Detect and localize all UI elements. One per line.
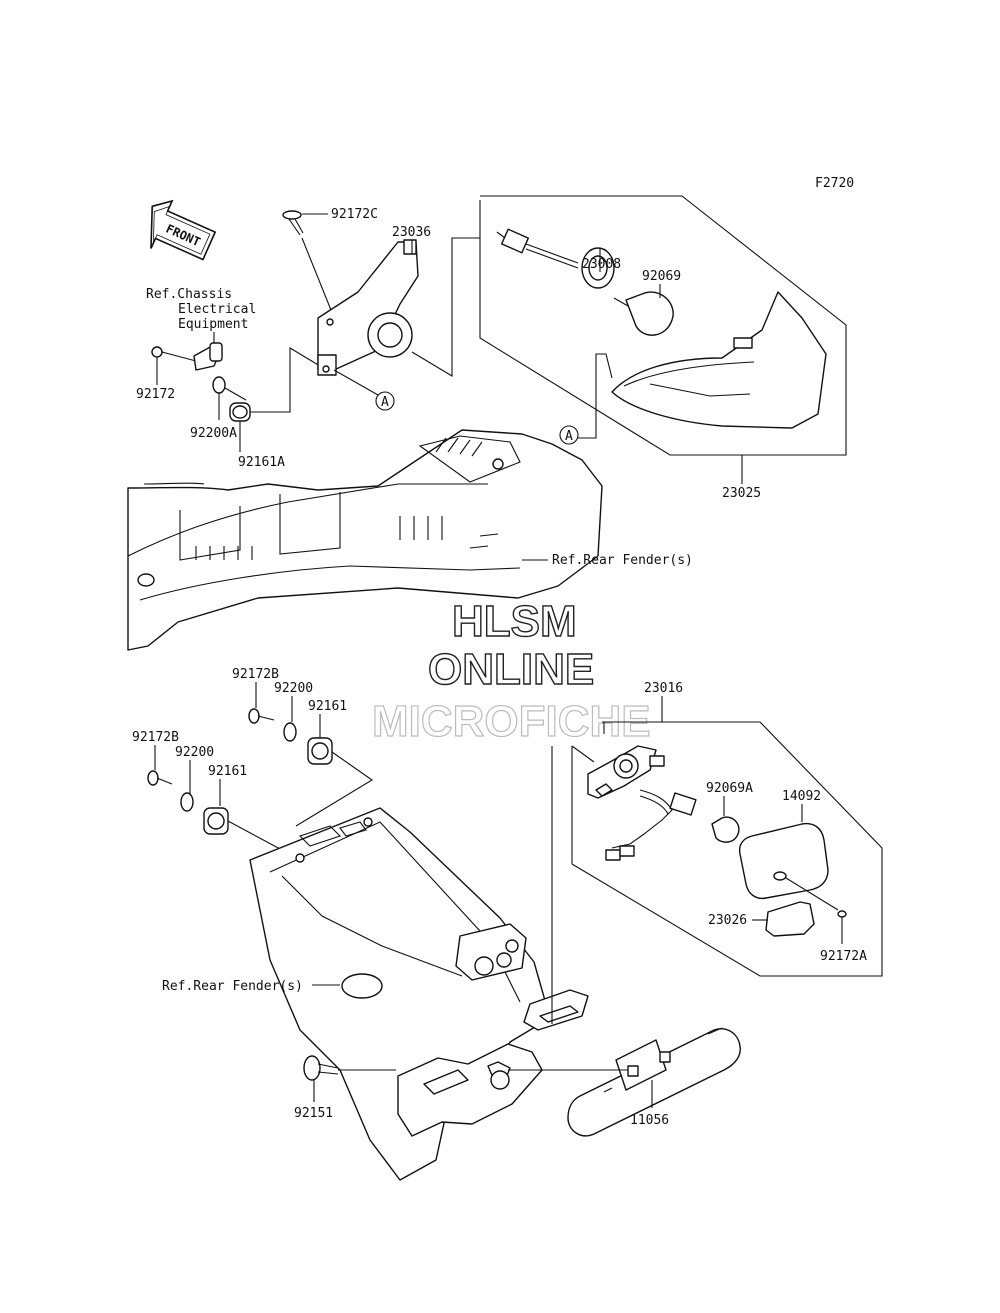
bracket-23036 bbox=[317, 239, 419, 376]
marker-a-2-label: A bbox=[565, 429, 573, 444]
socket-23008 bbox=[496, 228, 615, 289]
license-bracket-11056 bbox=[567, 1027, 741, 1137]
washer-92200A bbox=[212, 376, 226, 394]
screw-92172C bbox=[282, 210, 304, 236]
front-arrow-icon: FRONT bbox=[150, 199, 217, 261]
rear-fender-lower bbox=[249, 807, 589, 1181]
washer-92200-b bbox=[180, 792, 194, 812]
bolt-92151 bbox=[303, 1055, 396, 1081]
bulb-92069A bbox=[711, 816, 740, 843]
ref-rear-fender-top: Ref.Rear Fender(s) bbox=[552, 553, 693, 568]
grommet-92161-b bbox=[203, 807, 229, 835]
callout-23016: 23016 bbox=[644, 681, 683, 696]
callout-92200A: 92200A bbox=[190, 426, 237, 441]
watermark-line2: ONLINE bbox=[428, 645, 594, 694]
rear-fender-upper bbox=[127, 429, 603, 651]
figure-code: F2720 bbox=[815, 176, 854, 191]
callout-14092: 14092 bbox=[782, 789, 821, 804]
bolt-92172 bbox=[151, 346, 197, 362]
washer-92200-a bbox=[283, 722, 297, 742]
ref-rear-fender-bottom: Ref.Rear Fender(s) bbox=[162, 979, 303, 994]
callout-92172C: 92172C bbox=[331, 207, 378, 222]
callout-92151: 92151 bbox=[294, 1106, 333, 1121]
grommet-92161-a bbox=[307, 737, 333, 765]
bolt-92172B-b bbox=[147, 770, 173, 786]
callout-92161-b: 92161 bbox=[208, 764, 247, 779]
taillight-23025 bbox=[611, 291, 827, 429]
watermark: HLSM ONLINE MICROFICHE bbox=[371, 596, 651, 746]
grommet-92161A bbox=[229, 402, 251, 422]
terminal-lead bbox=[193, 342, 223, 371]
cover-14092 bbox=[738, 822, 829, 900]
callout-23026: 23026 bbox=[708, 913, 747, 928]
screw-92172A bbox=[837, 910, 847, 944]
bolt-92172B-a bbox=[248, 708, 275, 724]
callout-92069A: 92069A bbox=[706, 781, 753, 796]
ref-chassis-line2: Electrical bbox=[178, 302, 256, 317]
bulb-92069 bbox=[613, 291, 674, 336]
callout-92172: 92172 bbox=[136, 387, 175, 402]
lens-23026 bbox=[765, 901, 815, 937]
ref-chassis-line1: Ref.Chassis bbox=[146, 287, 232, 302]
watermark-line1: HLSM bbox=[452, 597, 577, 646]
marker-a-2 bbox=[559, 425, 579, 445]
callout-92172B-a: 92172B bbox=[232, 667, 279, 682]
callout-92172A: 92172A bbox=[820, 949, 867, 964]
callout-92161A: 92161A bbox=[238, 455, 285, 470]
callout-23036: 23036 bbox=[392, 225, 431, 240]
marker-a-1 bbox=[375, 391, 395, 411]
callout-11056: 11056 bbox=[630, 1113, 669, 1128]
callout-92200-b: 92200 bbox=[175, 745, 214, 760]
marker-a-1-label: A bbox=[381, 395, 389, 410]
callout-92069: 92069 bbox=[642, 269, 681, 284]
callout-92200-a: 92200 bbox=[274, 681, 313, 696]
ref-chassis-line3: Equipment bbox=[178, 317, 248, 332]
callout-23008: 23008 bbox=[582, 257, 621, 272]
callout-23025: 23025 bbox=[722, 486, 761, 501]
callout-92161-a: 92161 bbox=[308, 699, 347, 714]
license-light-socket bbox=[605, 789, 697, 861]
callout-92172B-b: 92172B bbox=[132, 730, 179, 745]
license-light-housing-23016 bbox=[587, 745, 665, 799]
